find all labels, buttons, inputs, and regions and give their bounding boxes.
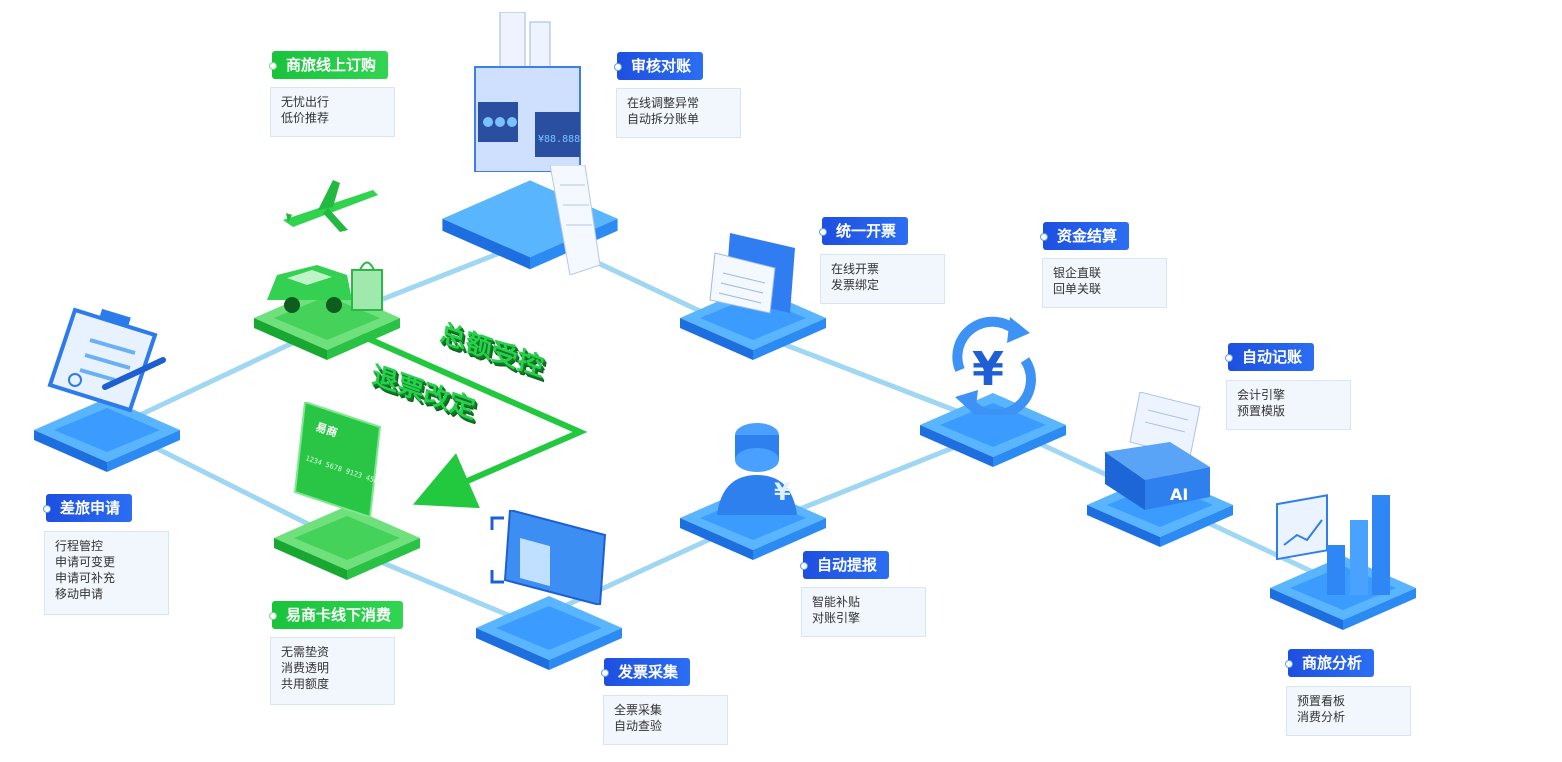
desc-line: 申请可变更 [55,555,116,569]
badge-auto-bookkeeping: 自动记账 [1224,343,1315,371]
link-collect-reimburse [542,527,733,618]
control-arrow [358,332,588,509]
receipt-strip-icon [549,165,601,275]
desc-online-booking: 无忧出行 低价推荐 [270,87,395,137]
airplane-icon [283,180,378,232]
badge-offline-card: 易商卡线下消费 [268,601,404,629]
link-apply-booking [137,327,323,418]
desc-invoice-collect: 全票采集 自动查验 [603,695,728,745]
desc-line: 回单关联 [1053,282,1102,296]
scanner-invoice-icon [490,510,607,605]
reimburse-yen-symbol: ¥ [774,478,791,506]
badge-fund-settlement: 资金结算 [1039,222,1130,250]
audit-machine-icon: ¥88.888 [474,12,581,172]
platform-travel-apply [32,390,182,472]
platform-offline-card [272,498,422,580]
badge-audit-reconcile: 审核对账 [613,52,704,80]
card-brand-text: 易商 [314,420,339,440]
machine-display: ¥88.888 [538,134,580,145]
platform-fund-settlement [918,385,1068,467]
desc-line: 全票采集 [614,703,663,717]
desc-line: 预置模版 [1237,404,1286,418]
bar-chart-dashboard-icon [1276,494,1390,595]
invoice-folder-icon [709,233,795,314]
desc-auto-bookkeeping: 会计引擎 预置模版 [1226,380,1351,430]
desc-line: 智能补贴 [812,595,861,609]
desc-line: 申请可补充 [55,571,116,585]
desc-line: 自动拆分账单 [627,112,700,126]
badge-online-booking: 商旅线上订购 [268,51,389,79]
badge-auto-reimburse: 自动提报 [799,551,890,579]
yen-exchange-icon: ¥ [952,316,1036,415]
badge-travel-apply: 差旅申请 [42,494,133,522]
desc-line: 在线调整异常 [627,96,700,110]
desc-auto-reimburse: 智能补贴 对账引擎 [801,587,926,637]
desc-unified-invoice: 在线开票 发票绑定 [820,254,945,304]
desc-line: 银企直联 [1053,266,1102,280]
bank-card-icon: 易商 1234 5678 9123 4567 [293,402,383,517]
desc-line: 自动查验 [614,719,663,733]
platform-invoice-collect [474,588,624,670]
desc-line: 对账引擎 [812,611,861,625]
desc-line: 无需垫资 [281,645,330,659]
desc-line: 行程管控 [55,539,104,553]
coins-user-icon: ¥ [717,423,797,515]
desc-audit-reconcile: 在线调整异常 自动拆分账单 [616,88,741,138]
desc-line: 消费透明 [281,661,330,675]
desc-line: 消费分析 [1297,710,1346,724]
desc-line: 共用额度 [281,677,330,691]
desc-travel-apply: 行程管控 申请可变更 申请可补充 移动申请 [44,531,169,615]
desc-line: 移动申请 [55,587,104,601]
settlement-yen-symbol: ¥ [972,342,1004,396]
desc-line: 低价推荐 [281,111,330,125]
ai-printer-icon: AI [1105,392,1210,510]
desc-line: 预置看板 [1297,694,1346,708]
desc-fund-settlement: 银企直联 回单关联 [1042,258,1167,308]
desc-travel-analysis: 预置看板 消费分析 [1286,686,1411,736]
badge-travel-analysis: 商旅分析 [1284,649,1375,677]
desc-line: 发票绑定 [831,278,880,292]
desc-line: 在线开票 [831,262,880,276]
clipboard-pen-icon [47,307,166,413]
car-shopping-bag-icon [267,261,383,313]
badge-unified-invoice: 统一开票 [818,217,909,245]
desc-line: 会计引擎 [1237,388,1286,402]
link-invoice-settle [757,332,983,423]
printer-ai-label: AI [1170,485,1188,504]
badge-invoice-collect: 发票采集 [600,658,691,686]
desc-line: 无忧出行 [281,95,330,109]
link-apply-card [137,437,333,538]
desc-offline-card: 无需垫资 消费透明 共用额度 [270,637,395,705]
